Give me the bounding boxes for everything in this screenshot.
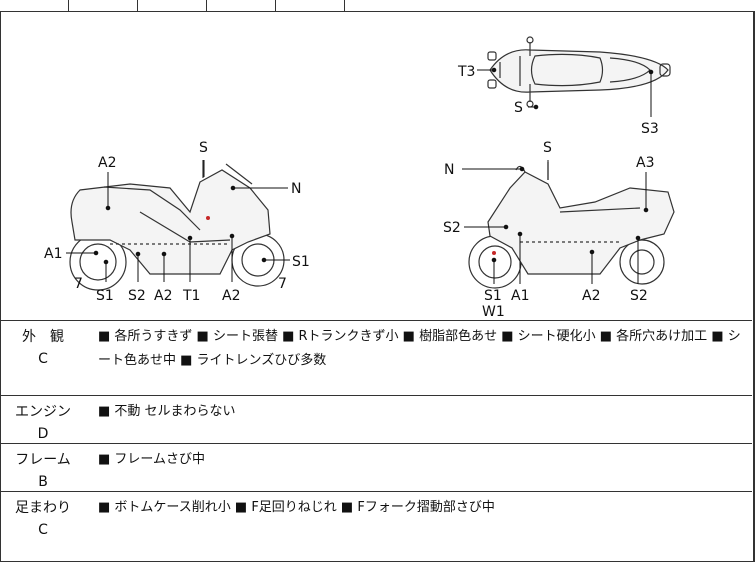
label-left-s1b: S1 bbox=[292, 254, 310, 270]
section-suspension: 足まわり C ■ ボトムケース削れ小 ■ F足回りねじれ ■ Fフォーク摺動部さ… bbox=[0, 491, 752, 561]
scooter-right-view bbox=[468, 162, 675, 289]
label-right-n: N bbox=[444, 162, 454, 178]
label-right-s: S bbox=[543, 140, 552, 156]
scooter-top-view bbox=[487, 36, 671, 108]
label-left-a1: A1 bbox=[44, 246, 62, 262]
label-right-a3: A3 bbox=[636, 155, 654, 171]
label-left-a2c: A2 bbox=[222, 288, 240, 304]
section-grade: B bbox=[38, 474, 48, 490]
section-notes: ■ フレームさび中 bbox=[98, 452, 206, 467]
label-left-n: N bbox=[291, 181, 301, 197]
section-notes: ■ 各所うすきず ■ シート張替 ■ Rトランクきず小 ■ 樹脂部色あせ ■ シ… bbox=[98, 329, 741, 368]
label-left-7b: 7 bbox=[278, 276, 287, 292]
section-notes: ■ 不動 セルまわらない bbox=[98, 404, 236, 419]
section-title: エンジン bbox=[15, 404, 71, 420]
label-left-7a: 7 bbox=[74, 276, 83, 292]
label-s-top: S bbox=[514, 100, 523, 116]
label-left-s: S bbox=[199, 140, 208, 156]
label-right-a2: A2 bbox=[582, 288, 600, 304]
section-title: 外 観 bbox=[22, 329, 64, 345]
section-title: 足まわり bbox=[15, 500, 71, 516]
section-exterior: 外 観 C ■ 各所うすきず ■ シート張替 ■ Rトランクきず小 ■ 樹脂部色… bbox=[0, 320, 752, 396]
label-right-s2a: S2 bbox=[443, 220, 461, 236]
section-engine: エンジン D ■ 不動 セルまわらない bbox=[0, 395, 752, 444]
label-right-s1: S1 bbox=[484, 288, 502, 304]
label-right-w1: W1 bbox=[482, 304, 505, 319]
top-table-strip bbox=[0, 0, 755, 12]
damage-diagram: T3 S S3 A2 S N A1 7 S1 S2 A2 T1 A2 7 S1 … bbox=[0, 12, 752, 320]
label-right-a1: A1 bbox=[511, 288, 529, 304]
label-left-s1: S1 bbox=[96, 288, 114, 304]
section-grade: C bbox=[38, 351, 48, 367]
label-t3: T3 bbox=[457, 64, 475, 80]
section-grade: C bbox=[38, 522, 48, 538]
label-left-a2b: A2 bbox=[154, 288, 172, 304]
label-right-s2b: S2 bbox=[630, 288, 648, 304]
section-notes: ■ ボトムケース削れ小 ■ F足回りねじれ ■ Fフォーク摺動部さび中 bbox=[98, 500, 495, 515]
label-left-a2: A2 bbox=[98, 155, 116, 171]
scooter-diagram-svg: T3 S S3 A2 S N A1 7 S1 S2 A2 T1 A2 7 S1 … bbox=[44, 36, 675, 320]
label-left-s2: S2 bbox=[128, 288, 146, 304]
section-frame: フレーム B ■ フレームさび中 bbox=[0, 443, 752, 492]
section-title: フレーム bbox=[15, 452, 71, 468]
label-left-t1: T1 bbox=[182, 288, 200, 304]
label-s3: S3 bbox=[641, 121, 659, 137]
section-grade: D bbox=[37, 426, 49, 442]
scooter-left-view bbox=[69, 160, 285, 291]
